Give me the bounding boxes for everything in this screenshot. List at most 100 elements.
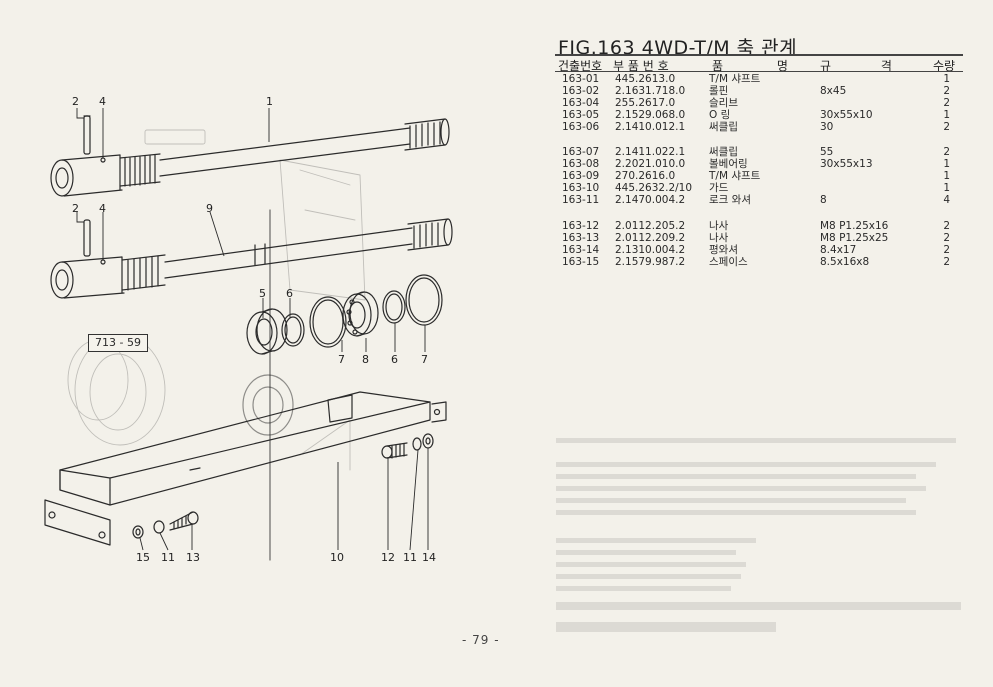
header-part-no: 부 품 번 호	[613, 59, 669, 73]
cell-name: 써클립	[709, 146, 738, 158]
cell-part-no: 2.0112.205.2	[615, 220, 686, 232]
callout-7: 7	[421, 353, 428, 366]
table-row: 163-14 2.1310.004.2 평와셔 8.4x17 2	[0, 244, 993, 256]
cell-qty: 2	[943, 256, 950, 268]
cell-no: 163-01	[562, 73, 600, 85]
callout-11: 11	[161, 551, 175, 564]
callout-5: 5	[259, 287, 266, 300]
header-rule	[555, 71, 963, 72]
cell-qty: 1	[943, 170, 950, 182]
cell-no: 163-02	[562, 85, 600, 97]
cell-part-no: 445.2632.2/10	[615, 182, 693, 194]
callout-6: 6	[391, 353, 398, 366]
cell-part-no: 2.1631.718.0	[615, 85, 686, 97]
bleed-through-text	[548, 430, 968, 640]
callout-4: 4	[99, 95, 106, 108]
lock-washer-11b	[153, 520, 165, 534]
table-row: 163-12 2.0112.205.2 나사 M8 P1.25x16 2	[0, 220, 993, 232]
ball-bearing	[342, 291, 379, 337]
cell-spec: 8.4x17	[820, 244, 857, 256]
cell-spec: 55	[820, 146, 834, 158]
title-underline	[555, 54, 963, 56]
cell-no: 163-13	[562, 232, 600, 244]
figure-title: FIG.163 4WD-T/M 축 관계	[558, 37, 798, 59]
cell-part-no: 2.1579.987.2	[615, 256, 686, 268]
cell-name: O 링	[709, 109, 731, 121]
callout-1: 1	[266, 95, 273, 108]
callout-12: 12	[381, 551, 395, 564]
cell-no: 163-10	[562, 182, 600, 194]
cell-spec: 8	[820, 194, 827, 206]
guard	[44, 391, 447, 546]
cell-qty: 2	[943, 85, 950, 97]
cell-qty: 1	[943, 158, 950, 170]
cell-part-no: 270.2616.0	[615, 170, 676, 182]
cell-spec: 30	[820, 121, 834, 133]
callout-14: 14	[422, 551, 436, 564]
cell-part-no: 2.1410.012.1	[615, 121, 686, 133]
cell-part-no: 2.1310.004.2	[615, 244, 686, 256]
table-row: 163-04 255.2617.0 슬리브 2	[0, 97, 993, 109]
callout-15: 15	[136, 551, 150, 564]
screw-12	[381, 442, 408, 459]
table-row: 163-06 2.1410.012.1 써클립 30 2	[0, 121, 993, 133]
callout-8: 8	[362, 353, 369, 366]
cell-name: 나사	[709, 232, 729, 244]
table-row: 163-11 2.1470.004.2 로크 와셔 8 4	[0, 194, 993, 206]
table-row: 163-07 2.1411.022.1 써클립 55 2	[0, 146, 993, 158]
cell-name: 롤핀	[709, 85, 729, 97]
cell-qty: 1	[943, 73, 950, 85]
header-qty: 수량	[933, 59, 956, 73]
cell-part-no: 2.1529.068.0	[615, 109, 686, 121]
cell-name: 가드	[709, 182, 729, 194]
cell-name: 스페이스	[709, 256, 748, 268]
roll-pin-lower	[83, 219, 91, 257]
table-row: 163-08 2.2021.010.0 볼베어링 30x55x13 1	[0, 158, 993, 170]
shaft-upper	[50, 118, 450, 197]
table-row: 163-02 2.1631.718.0 롤핀 8x45 2	[0, 85, 993, 97]
table-row: 163-15 2.1579.987.2 스페이스 8.5x16x8 2	[0, 256, 993, 268]
callout-13: 13	[186, 551, 200, 564]
callout-11: 11	[403, 551, 417, 564]
cell-no: 163-11	[562, 194, 600, 206]
cell-spec: M8 P1.25x16	[820, 220, 889, 232]
cell-qty: 2	[943, 146, 950, 158]
shaft-lower	[50, 218, 453, 299]
cell-no: 163-05	[562, 109, 600, 121]
cell-no: 163-12	[562, 220, 600, 232]
circlip-6a	[281, 313, 305, 347]
cell-name: T/M 샤프트	[709, 73, 761, 85]
cell-qty: 2	[943, 244, 950, 256]
cell-name: 나사	[709, 220, 729, 232]
cell-name: T/M 샤프트	[709, 170, 761, 182]
cell-name: 슬리브	[709, 97, 738, 109]
screw-13	[169, 511, 199, 531]
cell-name: 로크 와셔	[709, 194, 751, 206]
callout-4: 4	[99, 202, 106, 215]
flat-washer-14	[422, 433, 434, 449]
cell-no: 163-08	[562, 158, 600, 170]
callout-9: 9	[206, 202, 213, 215]
table-row: 163-01 445.2613.0 T/M 샤프트 1	[0, 73, 993, 85]
cell-part-no: 2.2021.010.0	[615, 158, 686, 170]
o-ring-part	[246, 308, 288, 355]
spacer-15	[132, 525, 144, 539]
cell-part-no: 2.1411.022.1	[615, 146, 686, 158]
cell-spec: 30x55x13	[820, 158, 873, 170]
cell-spec: 8.5x16x8	[820, 256, 870, 268]
callout-2: 2	[72, 202, 79, 215]
cell-spec: 30x55x10	[820, 109, 873, 121]
header-spec: 규 격	[820, 59, 892, 73]
callout-7: 7	[338, 353, 345, 366]
cell-no: 163-14	[562, 244, 600, 256]
cell-qty: 2	[943, 232, 950, 244]
cell-part-no: 445.2613.0	[615, 73, 676, 85]
lock-washer-11a	[412, 437, 422, 451]
cell-spec: M8 P1.25x25	[820, 232, 889, 244]
table-row: 163-10 445.2632.2/10 가드 1	[0, 182, 993, 194]
cell-qty: 2	[943, 220, 950, 232]
cell-spec: 8x45	[820, 85, 847, 97]
cell-no: 163-04	[562, 97, 600, 109]
table-row: 163-05 2.1529.068.0 O 링 30x55x10 1	[0, 109, 993, 121]
